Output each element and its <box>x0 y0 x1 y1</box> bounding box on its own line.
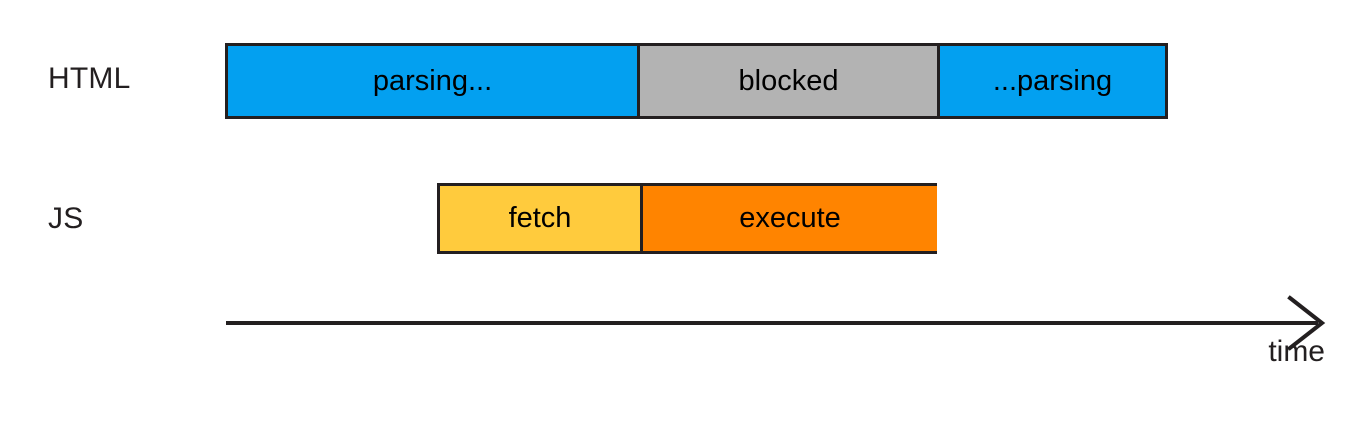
time-axis-arrow-icon <box>226 295 1326 351</box>
segment-js-fetch: fetch <box>440 186 640 251</box>
timeline-bar-html: parsing... blocked ...parsing <box>225 43 1168 119</box>
time-axis <box>218 292 1338 362</box>
segment-js-execute: execute <box>640 186 937 251</box>
segment-html-blocked: blocked <box>637 46 937 116</box>
row-label-js: JS <box>48 202 84 235</box>
row-label-html: HTML <box>48 62 131 95</box>
timeline-bar-js: fetch execute <box>437 183 937 254</box>
segment-html-parsing-resume: ...parsing <box>937 46 1165 116</box>
segment-html-parsing-start: parsing... <box>228 46 637 116</box>
time-axis-label: time <box>1268 335 1325 368</box>
